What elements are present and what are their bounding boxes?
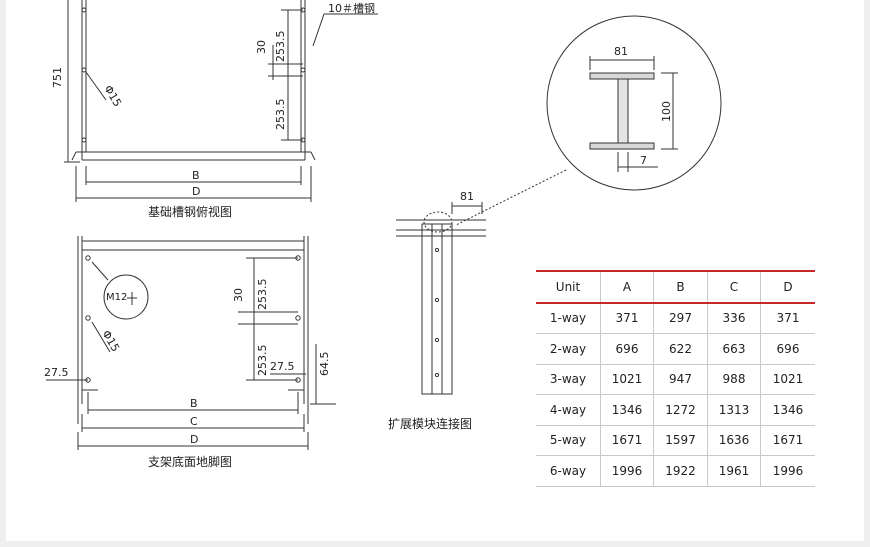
table-cell: 947 xyxy=(653,364,708,395)
dim-30-top: 30 xyxy=(255,40,268,54)
label-C-bottom: C xyxy=(190,415,198,428)
label-channel-steel: 10＃槽钢 xyxy=(328,2,375,15)
section-detail xyxy=(455,15,722,226)
table-cell: 696 xyxy=(760,333,815,365)
section-detail-labels: 81 100 7 xyxy=(614,45,673,167)
table-row: 2-way 696 622 663 696 xyxy=(536,333,815,365)
dim-phi15-bottom: Φ15 xyxy=(99,328,122,354)
expansion-view xyxy=(396,202,486,395)
caption-bottom-view: 支架底面地脚图 xyxy=(148,454,232,469)
table-row: 4-way 1346 1272 1313 1346 xyxy=(536,394,815,426)
dim-253-bottom-b: 253.5 xyxy=(256,345,269,377)
table-cell: 1272 xyxy=(653,394,708,426)
dim-81-expansion: 81 xyxy=(460,190,474,203)
header-b: B xyxy=(653,271,708,304)
table-cell: 1671 xyxy=(760,425,815,456)
technical-drawing: 751 Φ15 30 253.5 253.5 10＃槽钢 B D 基础槽钢俯视图… xyxy=(44,0,722,469)
table-cell: 2-way xyxy=(536,333,601,365)
table-cell: 1-way xyxy=(536,302,601,334)
table-cell: 297 xyxy=(653,302,708,334)
expansion-labels: 81 扩展模块连接图 xyxy=(388,190,474,431)
header-unit: Unit xyxy=(536,271,601,304)
caption-expansion: 扩展模块连接图 xyxy=(388,416,472,431)
table-cell: 371 xyxy=(760,302,815,334)
table-cell: 1961 xyxy=(707,455,761,487)
top-view xyxy=(64,0,378,202)
table-cell: 988 xyxy=(707,364,761,395)
table-cell: 622 xyxy=(653,333,708,365)
dim-253-bottom-a: 253.5 xyxy=(256,279,269,311)
label-m12: M12 xyxy=(106,292,127,303)
dim-751: 751 xyxy=(51,67,64,88)
table-cell: 1346 xyxy=(760,394,815,426)
dim-27-right: 27.5 xyxy=(270,360,295,373)
table-row: 5-way 1671 1597 1636 1671 xyxy=(536,425,815,456)
dim-64: 64.5 xyxy=(318,352,331,377)
label-D-top: D xyxy=(192,185,200,198)
dim-phi15-top: Φ15 xyxy=(101,83,124,109)
table-cell: 371 xyxy=(600,302,654,334)
table-cell: 3-way xyxy=(536,364,601,395)
table-row: 3-way 1021 947 988 1021 xyxy=(536,364,815,395)
dim-30-bottom: 30 xyxy=(232,288,245,302)
table-cell: 336 xyxy=(707,302,761,334)
table-cell: 4-way xyxy=(536,394,601,426)
label-B-bottom: B xyxy=(190,397,198,410)
dim-81-section: 81 xyxy=(614,45,628,58)
table-cell: 1021 xyxy=(760,364,815,395)
header-c: C xyxy=(707,271,761,304)
table-cell: 1996 xyxy=(600,455,654,487)
table-cell: 663 xyxy=(707,333,761,365)
table-cell: 1021 xyxy=(600,364,654,395)
label-B-top: B xyxy=(192,169,200,182)
dimension-table: Unit A B C D 1-way 371 297 336 371 2-way… xyxy=(536,270,815,487)
dim-100-section: 100 xyxy=(660,101,673,122)
table-header-row: Unit A B C D xyxy=(536,271,815,304)
table-cell: 6-way xyxy=(536,455,601,487)
table-row: 1-way 371 297 336 371 xyxy=(536,302,815,334)
table-cell: 1996 xyxy=(760,455,815,487)
table-cell: 1597 xyxy=(653,425,708,456)
top-view-labels: 751 Φ15 30 253.5 253.5 10＃槽钢 B D 基础槽钢俯视图 xyxy=(51,2,375,219)
header-a: A xyxy=(600,271,654,304)
table-cell: 1922 xyxy=(653,455,708,487)
table-cell: 1313 xyxy=(707,394,761,426)
header-d: D xyxy=(760,271,815,304)
dim-27-left: 27.5 xyxy=(44,366,69,379)
dim-253-top-b: 253.5 xyxy=(274,99,287,131)
table-cell: 1346 xyxy=(600,394,654,426)
table-cell: 696 xyxy=(600,333,654,365)
table-cell: 5-way xyxy=(536,425,601,456)
table-cell: 1636 xyxy=(707,425,761,456)
bottom-view xyxy=(46,236,336,450)
dim-253-top-a: 253.5 xyxy=(274,31,287,63)
label-D-bottom: D xyxy=(190,433,198,446)
table-cell: 1671 xyxy=(600,425,654,456)
drawing-canvas: 751 Φ15 30 253.5 253.5 10＃槽钢 B D 基础槽钢俯视图… xyxy=(6,0,864,541)
caption-top-view: 基础槽钢俯视图 xyxy=(148,204,232,219)
dim-7-section: 7 xyxy=(640,154,647,167)
table-row: 6-way 1996 1922 1961 1996 xyxy=(536,455,815,487)
